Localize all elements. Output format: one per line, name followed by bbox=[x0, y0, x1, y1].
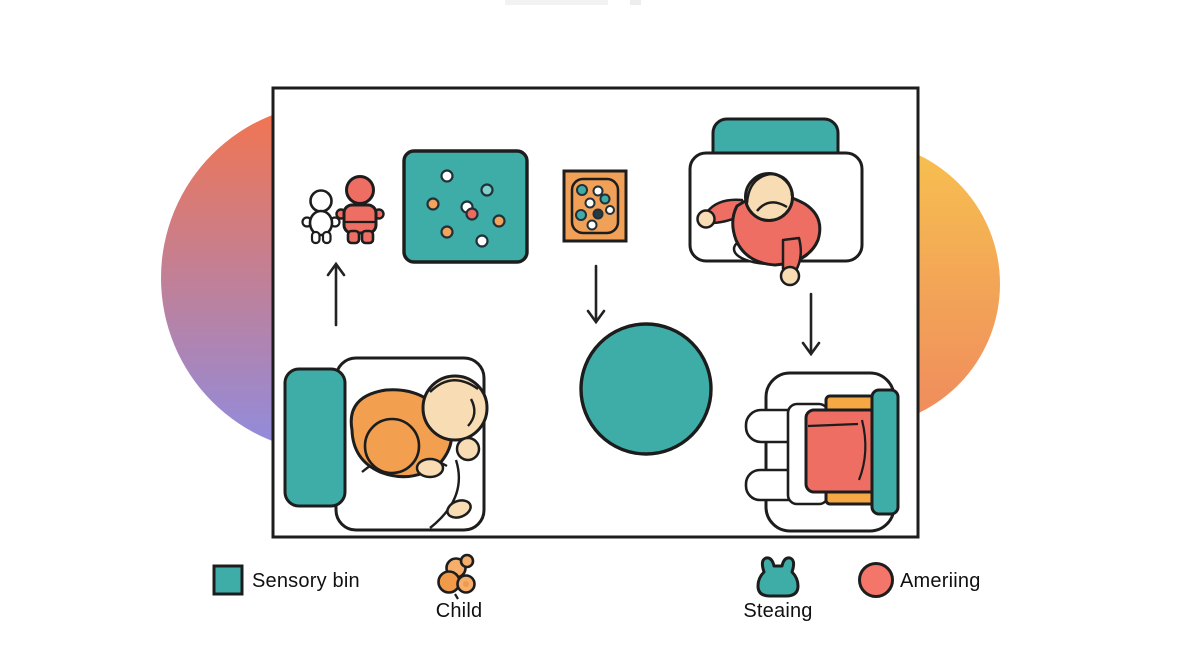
teal-bag-icon bbox=[756, 556, 800, 598]
legend-label-child: Child bbox=[435, 600, 483, 622]
up-arrow-icon bbox=[326, 261, 346, 327]
child-pair-icon bbox=[301, 175, 385, 245]
down-arrow-right-icon bbox=[801, 292, 821, 357]
legend-label-ameriing: Ameriing bbox=[900, 570, 981, 592]
orange-child-cluster-icon bbox=[437, 553, 476, 600]
ball-icon bbox=[579, 322, 713, 456]
down-arrow-center-icon bbox=[586, 264, 606, 325]
legend-label-sensory-bin: Sensory bin bbox=[252, 570, 360, 592]
small-sensory-bin-icon bbox=[562, 169, 628, 243]
legend-swatches bbox=[212, 553, 894, 600]
sensory-mat-icon bbox=[402, 149, 529, 264]
top-artifact-bar bbox=[505, 0, 608, 5]
table-with-child-icon bbox=[688, 117, 864, 287]
bed-with-child-icon bbox=[744, 371, 900, 533]
sleeping-child-icon bbox=[283, 356, 489, 532]
coral-circle-icon bbox=[858, 562, 894, 598]
teal-square-icon bbox=[212, 564, 244, 596]
top-artifact-bar-small bbox=[630, 0, 641, 5]
legend-label-steaing: Steaing bbox=[743, 600, 813, 622]
